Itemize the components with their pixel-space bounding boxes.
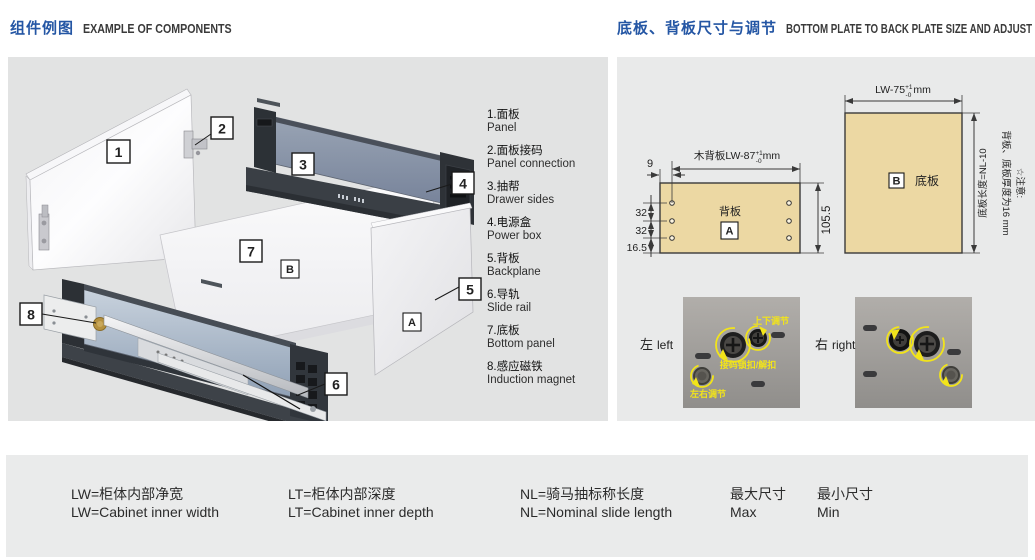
annotation-lock-unlock: 接码锁扣/解扣 (720, 359, 777, 370)
thickness-note: ☆注意: 背板、底板厚度为16 mm (1000, 130, 1026, 235)
svg-text:B: B (286, 264, 294, 276)
svg-text:3: 3 (299, 157, 307, 173)
svg-text:2: 2 (218, 121, 226, 137)
rotate-arrow-icon (939, 363, 963, 387)
rotate-arrow-icon (690, 364, 714, 388)
leader-5 (434, 286, 460, 301)
backplane-name-label: 背板 (719, 204, 741, 218)
lower-hinge-shape (38, 204, 50, 251)
svg-text:5: 5 (466, 282, 474, 298)
backplane-drawing: 木背板LW-87+1-0mm 9 32 32 16.5 背板 A 105.5 (627, 149, 833, 257)
leader-2 (194, 133, 212, 146)
front-panel-shape (25, 88, 197, 271)
backplane-pitch-dim-3: 16.5 (627, 242, 648, 254)
callout-5: 5 (458, 277, 482, 301)
section-title-components: 组件例图 EXAMPLE OF COMPONENTS (10, 17, 264, 38)
backplane-height-dim: 105.5 (821, 206, 833, 235)
slide-rail-shape (43, 294, 327, 421)
section-title-dimensions-en: BOTTOM PLATE TO BACK PLATE SIZE AND ADJU… (786, 22, 1033, 36)
section-title-components-zh: 组件例图 (10, 20, 75, 37)
callout-a: A (402, 312, 422, 332)
backplane-width-dim: 木背板LW-87+1-0mm (694, 149, 780, 165)
callout-7: 7 (239, 239, 263, 263)
svg-text:8: 8 (27, 307, 35, 323)
svg-text:7: 7 (247, 244, 255, 260)
section-title-components-en: EXAMPLE OF COMPONENTS (83, 21, 232, 36)
exploded-view-illustration: 1 2 3 4 5 6 7 8 A B (19, 88, 482, 421)
svg-text:4: 4 (459, 176, 467, 192)
bottom-plate-length-dim: 底板长度=NL-10 (977, 148, 989, 217)
callout-2: 2 (210, 116, 234, 140)
backplane-pitch-dim-1: 32 (635, 207, 647, 219)
panel-connection-shape (183, 130, 208, 159)
annotation-left-right: 左右调节 (689, 388, 726, 399)
backplane-shape (370, 202, 474, 376)
section-title-dimensions-zh: 底板、背板尺寸与调节 (617, 20, 778, 37)
callout-6: 6 (324, 372, 348, 396)
callout-1: 1 (106, 139, 131, 164)
backplane-tag: A (726, 226, 734, 238)
svg-text:A: A (408, 317, 416, 329)
bottom-plate-tag: B (893, 176, 901, 188)
bottom-plate-name-label: 底板 (915, 173, 939, 188)
callout-8: 8 (19, 302, 43, 326)
rotate-arrow-icon (715, 327, 751, 363)
rotate-arrow-icon (745, 325, 771, 351)
leader-6 (297, 383, 326, 396)
adjustment-photo-left: 上下调节 接码锁扣/解扣 左右调节 (683, 297, 800, 408)
svg-text:背板、底板厚度为16 mm: 背板、底板厚度为16 mm (1000, 130, 1012, 235)
rotate-arrow-icon (886, 326, 914, 354)
callout-3: 3 (291, 152, 315, 176)
dimension-drawing: 木背板LW-87+1-0mm 9 32 32 16.5 背板 A 105.5 (627, 84, 1026, 408)
callout-4: 4 (451, 171, 475, 195)
rotate-arrow-icon (909, 326, 945, 362)
leader-8 (41, 313, 97, 324)
backplane-offset-dim: 9 (647, 158, 653, 170)
svg-text:1: 1 (115, 144, 123, 160)
section-title-dimensions: 底板、背板尺寸与调节 BOTTOM PLATE TO BACK PLATE SI… (617, 17, 1035, 38)
annotation-up-down: 上下调节 (753, 315, 789, 326)
adjustment-photo-right (855, 297, 972, 408)
backplane-pitch-dim-2: 32 (635, 225, 647, 237)
callout-b: B (280, 259, 300, 279)
svg-text:6: 6 (332, 377, 340, 393)
leader-4 (425, 183, 453, 193)
svg-text:☆注意:: ☆注意: (1014, 168, 1026, 198)
dimensions-panel: 木背板LW-87+1-0mm 9 32 32 16.5 背板 A 105.5 (617, 57, 1035, 421)
